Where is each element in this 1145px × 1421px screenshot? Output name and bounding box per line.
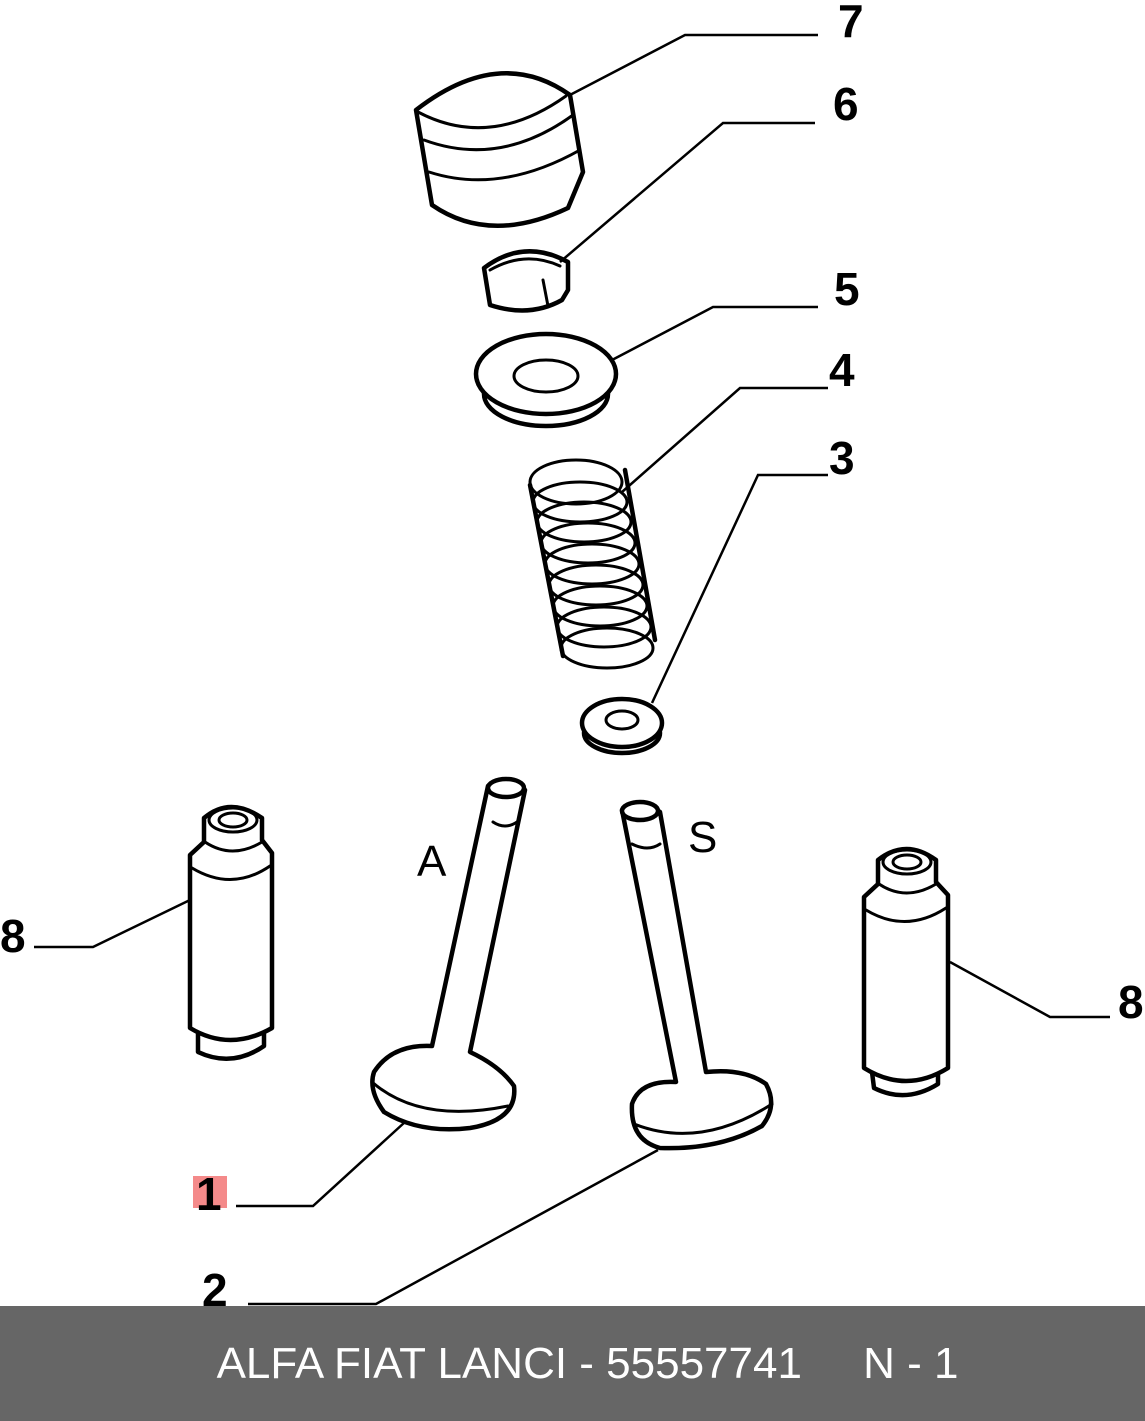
part-5-spring-retainer bbox=[473, 331, 619, 429]
callout-8-right: 8 bbox=[1118, 976, 1144, 1028]
intake-valve-label: A bbox=[417, 837, 447, 886]
part-7-tappet bbox=[413, 71, 586, 229]
part-8-valve-guide-right bbox=[861, 846, 951, 1098]
leader-lines bbox=[34, 33, 1110, 1306]
callout-1-highlight bbox=[193, 1176, 227, 1208]
leader-1 bbox=[236, 1121, 406, 1208]
callout-2: 2 bbox=[202, 1264, 228, 1306]
part-6-collets bbox=[481, 249, 571, 313]
leader-5 bbox=[611, 305, 818, 362]
footer-bar: ALFA FIAT LANCI - 55557741 N - 1 bbox=[0, 1306, 1145, 1421]
callout-1: 1 bbox=[196, 1168, 222, 1220]
leader-8-right bbox=[949, 960, 1110, 1019]
leader-7 bbox=[567, 33, 818, 98]
leader-4 bbox=[621, 386, 828, 493]
exploded-valve-diagram: 7 6 5 4 3 8 8 1 2 A S bbox=[0, 0, 1144, 1306]
part-1-intake-valve bbox=[370, 776, 528, 1132]
callout-6: 6 bbox=[833, 78, 859, 130]
part-3-spring-seat bbox=[579, 696, 665, 756]
exhaust-valve-label: S bbox=[688, 813, 717, 862]
callout-8-left: 8 bbox=[0, 910, 26, 962]
leader-2 bbox=[248, 1148, 659, 1306]
leader-6 bbox=[559, 121, 815, 263]
callout-3: 3 bbox=[829, 432, 855, 484]
leader-3 bbox=[650, 473, 828, 704]
footer-part-number-text: ALFA FIAT LANCI - 55557741 N - 1 bbox=[216, 1338, 959, 1388]
callout-4: 4 bbox=[829, 344, 855, 396]
part-4-valve-spring bbox=[527, 456, 658, 670]
part-8-valve-guide-left bbox=[187, 804, 275, 1061]
part-2-exhaust-valve bbox=[619, 799, 774, 1151]
callout-5: 5 bbox=[834, 263, 860, 315]
callout-7: 7 bbox=[838, 0, 864, 47]
leader-8-left bbox=[34, 898, 191, 949]
